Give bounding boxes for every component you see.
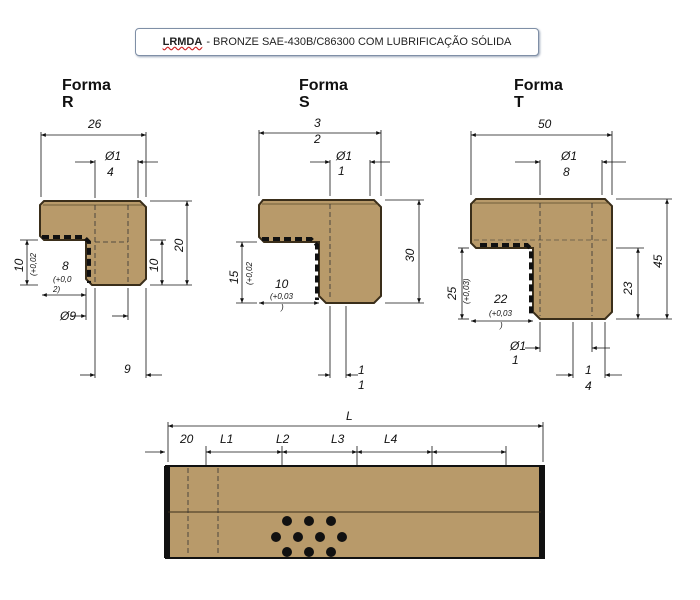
form-r-step: 10 <box>147 258 161 272</box>
form-t-width: 50 <box>538 117 552 131</box>
bar-first-seg: 20 <box>179 432 194 446</box>
form-t-step: 23 <box>621 281 635 296</box>
form-r-bottom-hole: Ø9 <box>59 309 76 323</box>
form-t-inner-tol2: ) <box>499 321 503 330</box>
form-s-bottom-a: 1 <box>358 363 365 377</box>
form-s-profile <box>258 199 382 304</box>
bar-l3: L3 <box>331 432 345 446</box>
form-s-drawing: 3 2 Ø1 1 30 15 (+0,02 10 (+0,03 ) 1 1 <box>227 116 424 392</box>
form-s-bottom-b: 1 <box>358 378 365 392</box>
form-r-inner-tol2: 2) <box>52 285 60 294</box>
form-r-hole-b: 4 <box>107 165 114 179</box>
form-s-inner-tol: (+0,03 <box>270 292 293 301</box>
form-r-inner-tol: (+0,0 <box>53 275 72 284</box>
form-s-word: Forma <box>299 77 348 94</box>
form-t-inner-tol: (+0,03 <box>489 309 512 318</box>
form-s-width-a: 3 <box>314 116 321 130</box>
form-r-width: 26 <box>87 117 102 131</box>
form-s-inner: 10 <box>275 277 289 291</box>
form-t-bottom-a: 1 <box>585 363 592 377</box>
bar-total-length: L <box>346 409 353 423</box>
form-t-left-tol: (+0,03) <box>462 278 471 304</box>
form-s-hole-a: Ø1 <box>335 149 352 163</box>
form-r-word: Forma <box>62 77 111 94</box>
title-banner: LRMDA - BRONZE SAE-430B/C86300 COM LUBRI… <box>135 28 539 56</box>
bar-l4: L4 <box>384 432 398 446</box>
form-t-bottom-hole-b: 1 <box>512 353 519 367</box>
form-s-letter: S <box>299 94 310 111</box>
form-s-inner-tol2: ) <box>280 303 284 312</box>
form-t-hole-b: 8 <box>563 165 570 179</box>
lubricant-dots <box>271 516 347 557</box>
form-t-left-height: 25 <box>445 286 459 301</box>
form-s-left-tol: (+0,02 <box>245 262 254 285</box>
form-t-profile <box>470 198 613 320</box>
form-s-width-b: 2 <box>313 132 321 146</box>
bar-l1: L1 <box>220 432 233 446</box>
form-s-lube-strip <box>262 237 319 300</box>
form-r-lube-strip <box>42 235 91 283</box>
form-t-hole-a: Ø1 <box>560 149 577 163</box>
form-r-inner: 8 <box>62 259 69 273</box>
form-r-left-tol: (+0,02 <box>29 253 38 276</box>
form-r-profile <box>39 200 147 286</box>
form-r-label: Forma R <box>62 77 111 111</box>
form-r-hole-a: Ø1 <box>104 149 121 163</box>
form-s-left-height: 15 <box>227 270 241 284</box>
product-code: LRMDA <box>162 36 203 48</box>
form-t-label: Forma T <box>514 77 563 111</box>
form-s-label: Forma S <box>299 77 348 111</box>
form-t-word: Forma <box>514 77 563 94</box>
product-description: - BRONZE SAE-430B/C86300 COM LUBRIFICAÇÃ… <box>206 36 512 48</box>
form-r-left-height: 10 <box>12 258 26 272</box>
form-t-inner: 22 <box>493 292 508 306</box>
bar-drawing: L 20 L1 L2 L3 L4 <box>145 409 545 559</box>
form-t-bottom-b: 4 <box>585 379 592 393</box>
form-r-bottom: 9 <box>124 362 131 376</box>
form-t-height: 45 <box>651 254 665 268</box>
form-r-drawing: 26 Ø1 4 20 10 10 (+0,02 8 (+0,0 2) <box>12 117 192 378</box>
form-t-letter: T <box>514 94 524 111</box>
form-t-bottom-hole-a: Ø1 <box>509 339 526 353</box>
form-t-lube-strip <box>480 243 533 316</box>
bar-l2: L2 <box>276 432 290 446</box>
form-t-drawing: 50 Ø1 8 45 23 25 (+0,03) 22 (+0,03 ) Ø1 … <box>445 117 672 393</box>
form-r-letter: R <box>62 94 74 111</box>
form-s-hole-b: 1 <box>338 164 345 178</box>
form-r-height: 20 <box>172 238 186 253</box>
form-s-height: 30 <box>403 248 417 262</box>
